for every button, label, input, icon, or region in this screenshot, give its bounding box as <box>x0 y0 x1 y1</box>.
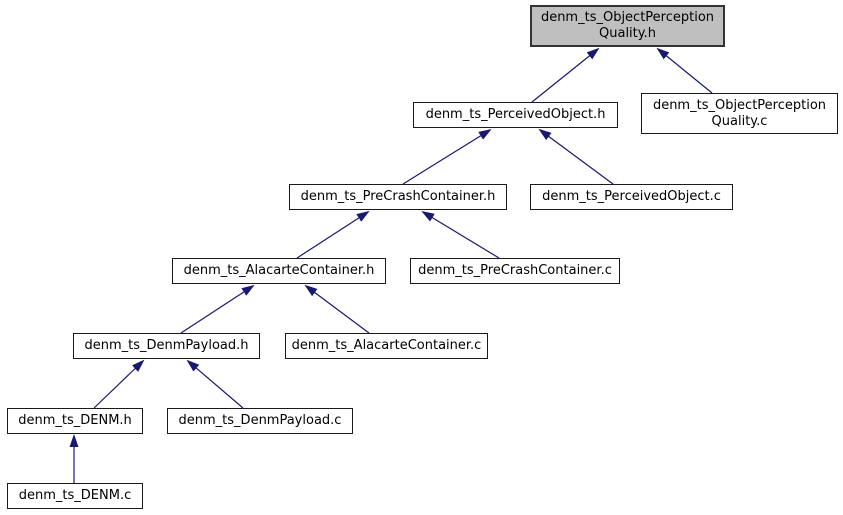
node-denm-ts-denmpayload-c[interactable]: denm_ts_DenmPayload.c <box>167 408 353 434</box>
edge-denm-h-to-denmpayload-h <box>93 359 145 409</box>
node-denm-ts-objectperceptionquality-h: denm_ts_ObjectPerception Quality.h <box>530 5 725 47</box>
node-denm-ts-denmpayload-h[interactable]: denm_ts_DenmPayload.h <box>73 333 260 359</box>
node-denm-ts-perceivedobject-c[interactable]: denm_ts_PerceivedObject.c <box>530 184 733 210</box>
edge-precrashcontainer-h-to-perceivedobject-h <box>402 128 492 185</box>
edge-denmpayload-h-to-alacartecontainer-h <box>180 284 255 334</box>
node-denm-ts-alacartecontainer-c[interactable]: denm_ts_AlacarteContainer.c <box>285 333 488 359</box>
edge-denmpayload-c-to-denmpayload-h <box>186 359 244 409</box>
node-denm-ts-denm-c[interactable]: denm_ts_DENM.c <box>7 483 143 509</box>
edge-objectperceptionquality-c-to-objectperceptionquality-h <box>656 47 713 94</box>
node-denm-ts-alacartecontainer-h[interactable]: denm_ts_AlacarteContainer.h <box>172 258 386 284</box>
node-denm-ts-objectperceptionquality-c[interactable]: denm_ts_ObjectPerception Quality.c <box>641 93 838 134</box>
edge-alacartecontainer-h-to-precrashcontainer-h <box>296 210 370 259</box>
node-denm-ts-denm-h[interactable]: denm_ts_DENM.h <box>7 408 143 434</box>
edge-alacartecontainer-c-to-alacartecontainer-h <box>304 284 370 334</box>
node-denm-ts-precrashcontainer-c[interactable]: denm_ts_PreCrashContainer.c <box>410 258 620 284</box>
node-denm-ts-perceivedobject-h[interactable]: denm_ts_PerceivedObject.h <box>413 102 618 128</box>
edge-perceivedobject-c-to-perceivedobject-h <box>538 128 614 185</box>
edge-precrashcontainer-c-to-precrashcontainer-h <box>421 210 500 259</box>
node-denm-ts-precrashcontainer-h[interactable]: denm_ts_PreCrashContainer.h <box>289 184 507 210</box>
edge-perceivedobject-h-to-objectperceptionquality-h <box>531 47 600 103</box>
